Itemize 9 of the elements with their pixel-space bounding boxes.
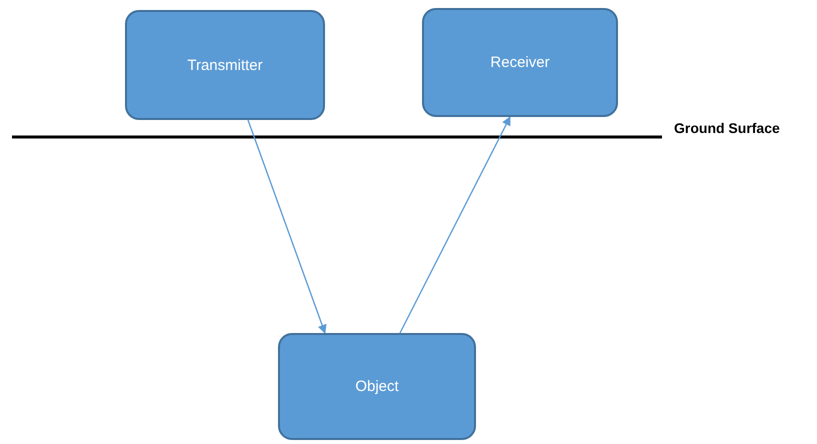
arrow [247, 120, 326, 334]
node-label: Object [355, 378, 399, 395]
node-label: Receiver [490, 54, 550, 71]
arrow [399, 116, 511, 334]
process-box [422, 8, 618, 117]
process-box [125, 10, 325, 120]
node-label: Transmitter [187, 56, 263, 74]
ground-label: Ground Surface [674, 120, 780, 136]
process-box [278, 333, 476, 440]
